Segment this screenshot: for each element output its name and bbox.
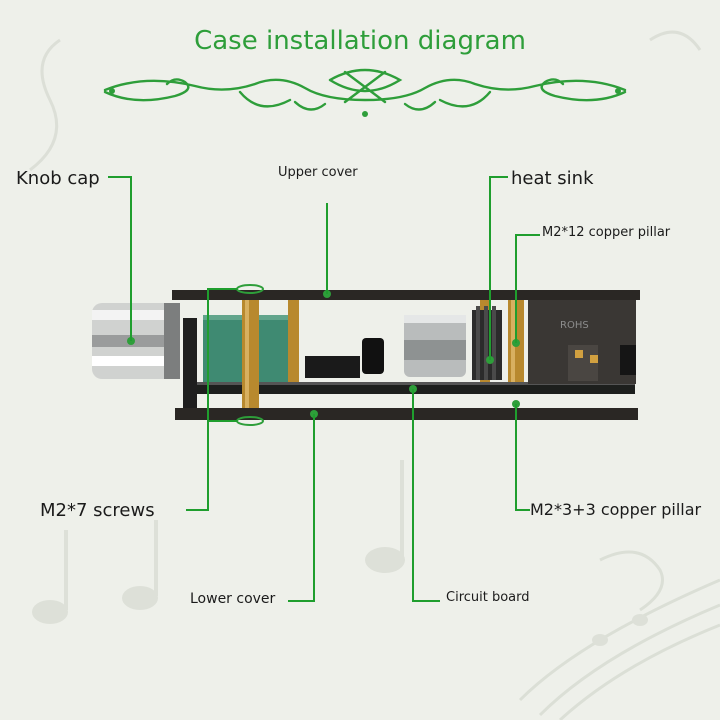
ornament-flourish: [103, 68, 627, 117]
label-circuit-board: Circuit board: [446, 590, 530, 605]
label-upper-cover: Upper cover: [278, 165, 358, 180]
upper-cover-part: [172, 290, 640, 300]
rohs-text: ROHS: [560, 320, 589, 331]
heat-sink-part: [472, 306, 502, 380]
ic-chip: [305, 356, 360, 378]
knob-cap-part: [92, 303, 180, 379]
label-heat-sink: heat sink: [511, 168, 594, 189]
label-m2-7-screws: M2*7 screws: [40, 500, 155, 521]
lower-cover-part: [175, 408, 638, 420]
label-lower-cover: Lower cover: [190, 591, 276, 607]
label-knob-cap: Knob cap: [16, 168, 100, 189]
diagram-title: Case installation diagram: [194, 26, 526, 56]
label-m2-3-3-copper-pillar: M2*3+3 copper pillar: [530, 500, 702, 519]
electrolytic-capacitor: [404, 315, 466, 377]
label-m2-12-copper-pillar: M2*12 copper pillar: [542, 225, 671, 240]
